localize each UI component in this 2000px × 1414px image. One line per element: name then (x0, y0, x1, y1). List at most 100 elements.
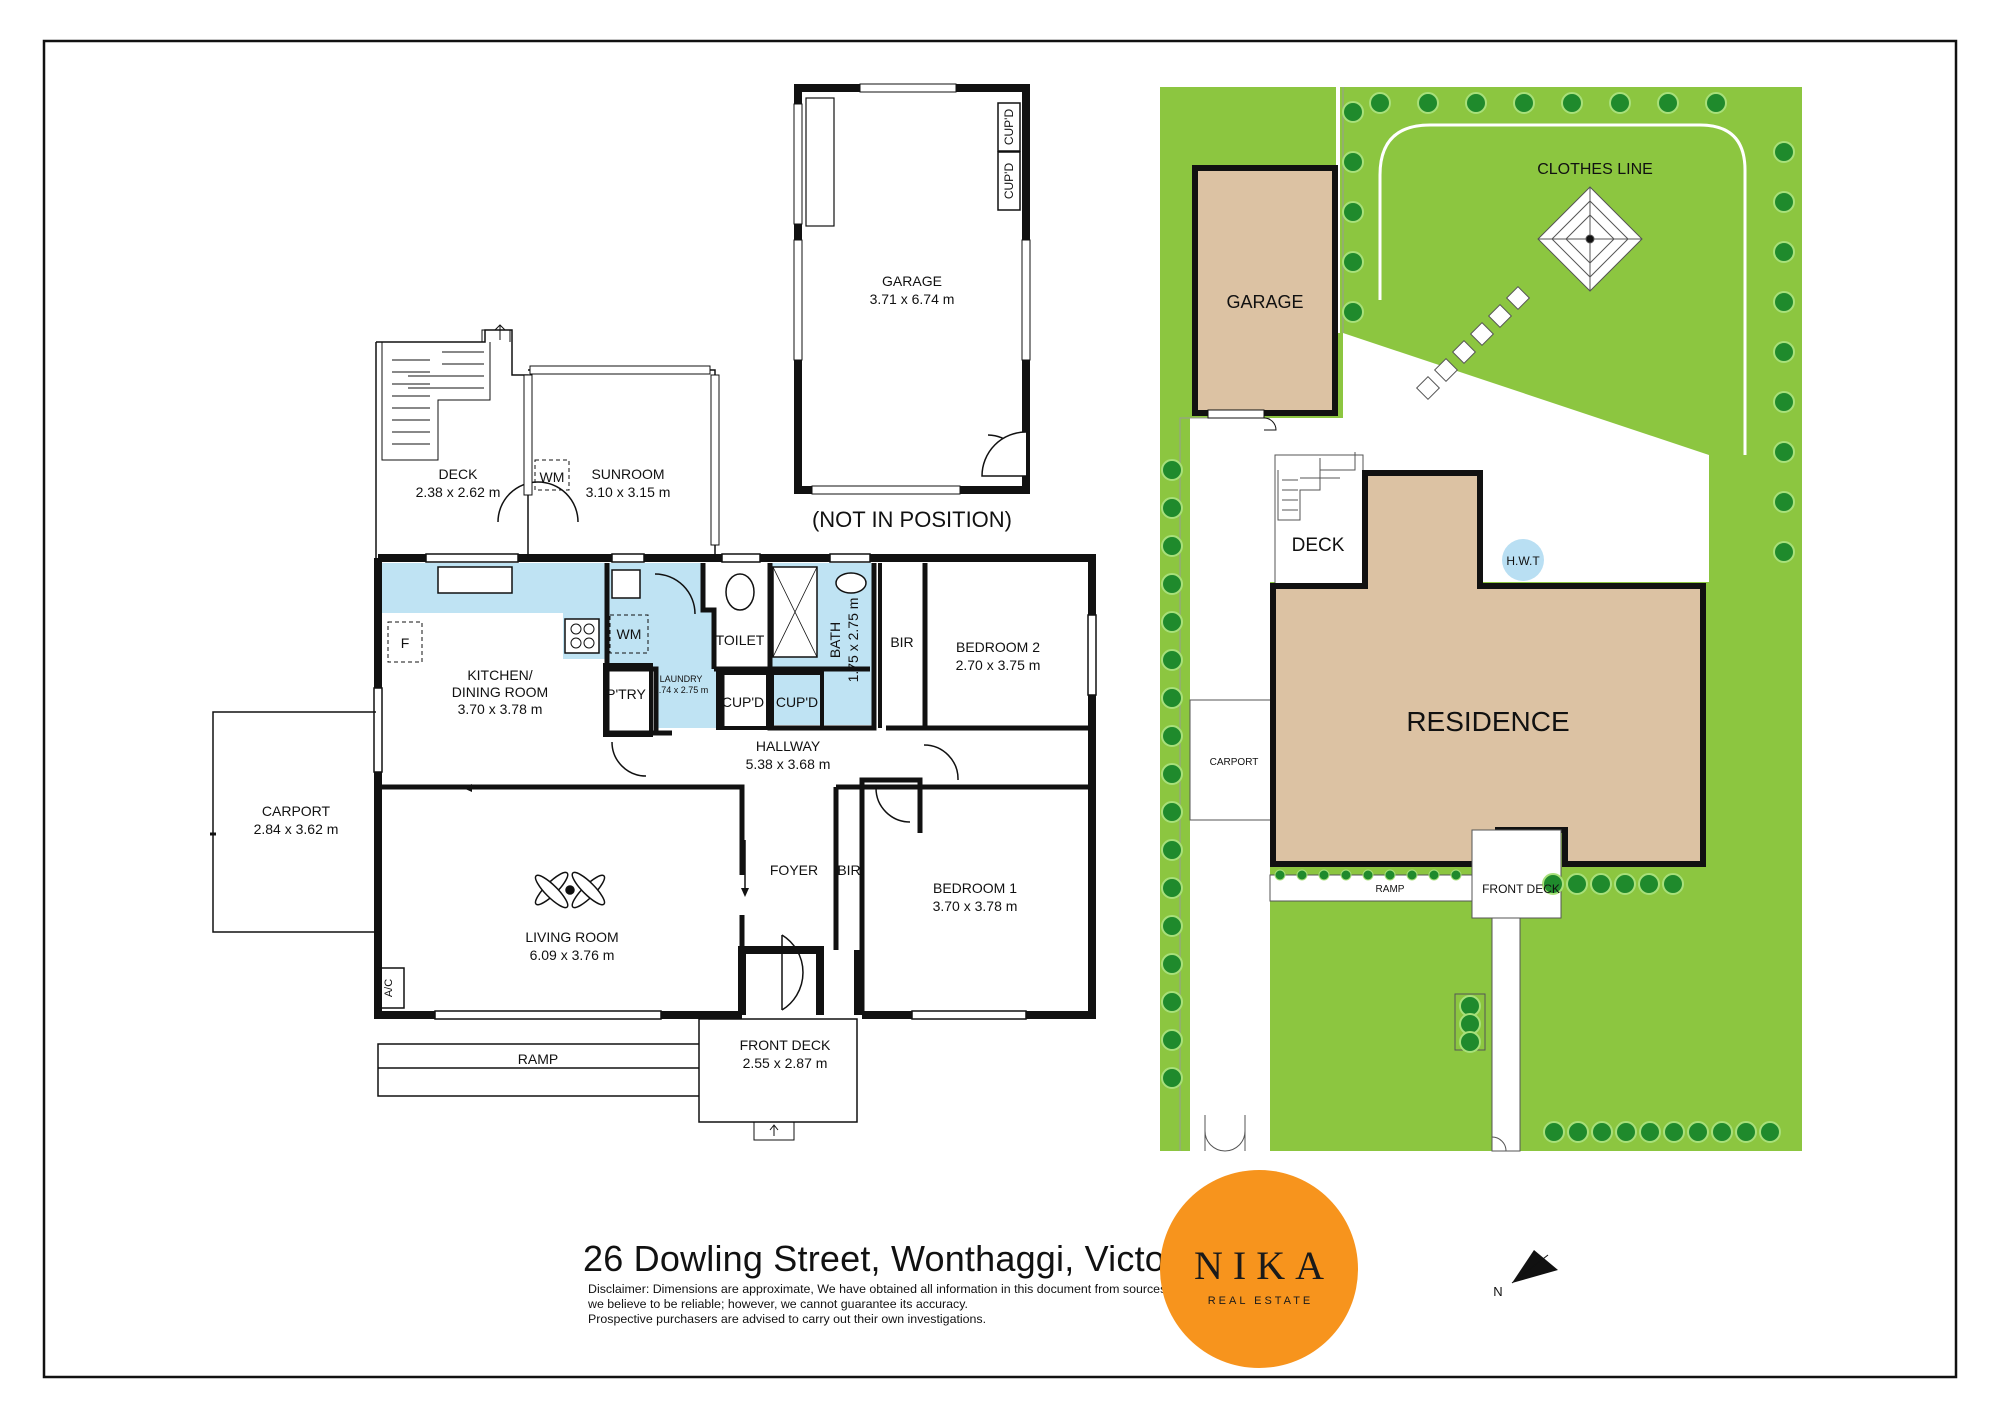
tree-icon (1459, 1031, 1481, 1053)
tree-icon (1342, 201, 1364, 223)
tree-icon (1638, 873, 1660, 895)
site-ramp-label: RAMP (1376, 884, 1405, 895)
tree-icon (1513, 92, 1535, 114)
north-arrow-icon (1511, 1250, 1558, 1284)
tree-icon (1773, 191, 1795, 213)
tree-icon (1663, 1121, 1685, 1143)
tree-icon (1161, 839, 1183, 861)
cupd-label-1: CUP'D (722, 694, 764, 710)
laundry-wet-area (607, 563, 717, 728)
sunroom-label: SUNROOM (591, 466, 664, 482)
bath-label: BATH (827, 622, 843, 658)
living-label: LIVING ROOM (525, 929, 618, 945)
tree-icon (1609, 92, 1631, 114)
tree-icon (1342, 301, 1364, 323)
tree-icon (1773, 541, 1795, 563)
tree-icon (1161, 991, 1183, 1013)
tree-icon (1711, 1121, 1733, 1143)
kitchen-label-2: DINING ROOM (452, 684, 548, 700)
tree-icon (1161, 725, 1183, 747)
sunroom-dims: 3.10 x 3.15 m (586, 484, 671, 500)
garage-cupd-1-label: CUP'D (1002, 109, 1016, 146)
tree-icon (1161, 801, 1183, 823)
site-residence (1270, 470, 1706, 867)
logo-subtitle: REAL ESTATE (1207, 1295, 1314, 1307)
stepping-stones (1415, 285, 1531, 401)
sunroom-outline (528, 369, 716, 558)
tree-icon (1417, 92, 1439, 114)
logo-name: NIKA (1194, 1243, 1334, 1288)
bir-label-1: BIR (890, 634, 913, 650)
sunroom-wm-space (534, 459, 570, 491)
tree-icon (1773, 491, 1795, 513)
foyer-wall (739, 787, 823, 1015)
cupd-box-2 (770, 671, 824, 730)
tree-icon (1161, 535, 1183, 557)
doors (497, 434, 1026, 1011)
tree-icon (1705, 92, 1727, 114)
tree-icon (1773, 291, 1795, 313)
ac-unit (377, 967, 405, 1009)
site-garage (1192, 165, 1338, 416)
tree-icon (1161, 573, 1183, 595)
hwt-label: H.W.T (1506, 554, 1540, 568)
tree-icon (1428, 869, 1440, 881)
tree-icon (1773, 441, 1795, 463)
laundry-wm-label: WM (617, 626, 642, 642)
toilet-label: TOILET (716, 632, 765, 648)
kitchen-sink (437, 566, 513, 594)
ac-label: A/C (383, 979, 395, 997)
garage-cupd-2-label: CUP'D (1002, 163, 1016, 200)
tree-icon (1465, 92, 1487, 114)
washing-machine-space (609, 614, 649, 654)
tree-icon (1161, 953, 1183, 975)
tree-icon (1342, 251, 1364, 273)
bedroom2-label: BEDROOM 2 (956, 639, 1040, 655)
not-in-position-label: (NOT IN POSITION) (812, 507, 1012, 532)
disclaimer-line-1: Disclaimer: Dimensions are approximate, … (588, 1282, 1167, 1296)
hallway-label: HALLWAY (756, 738, 821, 754)
site-front-deck-label: FRONT DECK (1482, 882, 1560, 896)
clothes-line-label: CLOTHES LINE (1537, 161, 1653, 178)
tree-icon (1662, 873, 1684, 895)
toilet-fixture (725, 573, 755, 611)
tree-icon (1161, 459, 1183, 481)
carport-label: CARPORT (262, 803, 331, 819)
deck-label: DECK (439, 466, 479, 482)
site-plan (1160, 87, 1802, 1152)
tree-icon (1161, 763, 1183, 785)
tree-icon (1274, 869, 1286, 881)
tree-icon (1639, 1121, 1661, 1143)
site-carport-label: CARPORT (1210, 757, 1259, 768)
garage-cupd-2 (997, 151, 1021, 211)
tree-icon (1369, 92, 1391, 114)
laundry-trough (611, 569, 641, 599)
tree-icon (1161, 1029, 1183, 1051)
pantry-box (603, 663, 653, 737)
tree-icon (1384, 869, 1396, 881)
tree-icon (1342, 151, 1364, 173)
site-front-deck (1471, 829, 1562, 919)
ramp-label: RAMP (518, 1051, 558, 1067)
tree-icon (1561, 92, 1583, 114)
kitchen-dims: 3.70 x 3.78 m (458, 701, 543, 717)
north-label: N (1493, 1284, 1502, 1299)
tree-icon (1614, 873, 1636, 895)
bir-label-2: BIR (837, 862, 860, 878)
house-exterior-walls (374, 554, 1096, 1019)
tree-icon (1362, 869, 1374, 881)
site-deck-label: DECK (1292, 535, 1345, 556)
tree-icon (1406, 869, 1418, 881)
sunroom-wm-label: WM (540, 469, 565, 485)
tree-icon (1161, 915, 1183, 937)
basin (835, 572, 867, 594)
carport-strip (1189, 699, 1275, 821)
tree-icon (1542, 873, 1564, 895)
bedroom1-label: BEDROOM 1 (933, 880, 1017, 896)
disclaimer: Disclaimer: Dimensions are approximate, … (588, 1282, 1167, 1327)
nika-logo: NIKA REAL ESTATE (1160, 1170, 1358, 1368)
tree-icon (1318, 869, 1330, 881)
living-dims: 6.09 x 3.76 m (530, 947, 615, 963)
clothes-line-icon (1537, 186, 1643, 292)
